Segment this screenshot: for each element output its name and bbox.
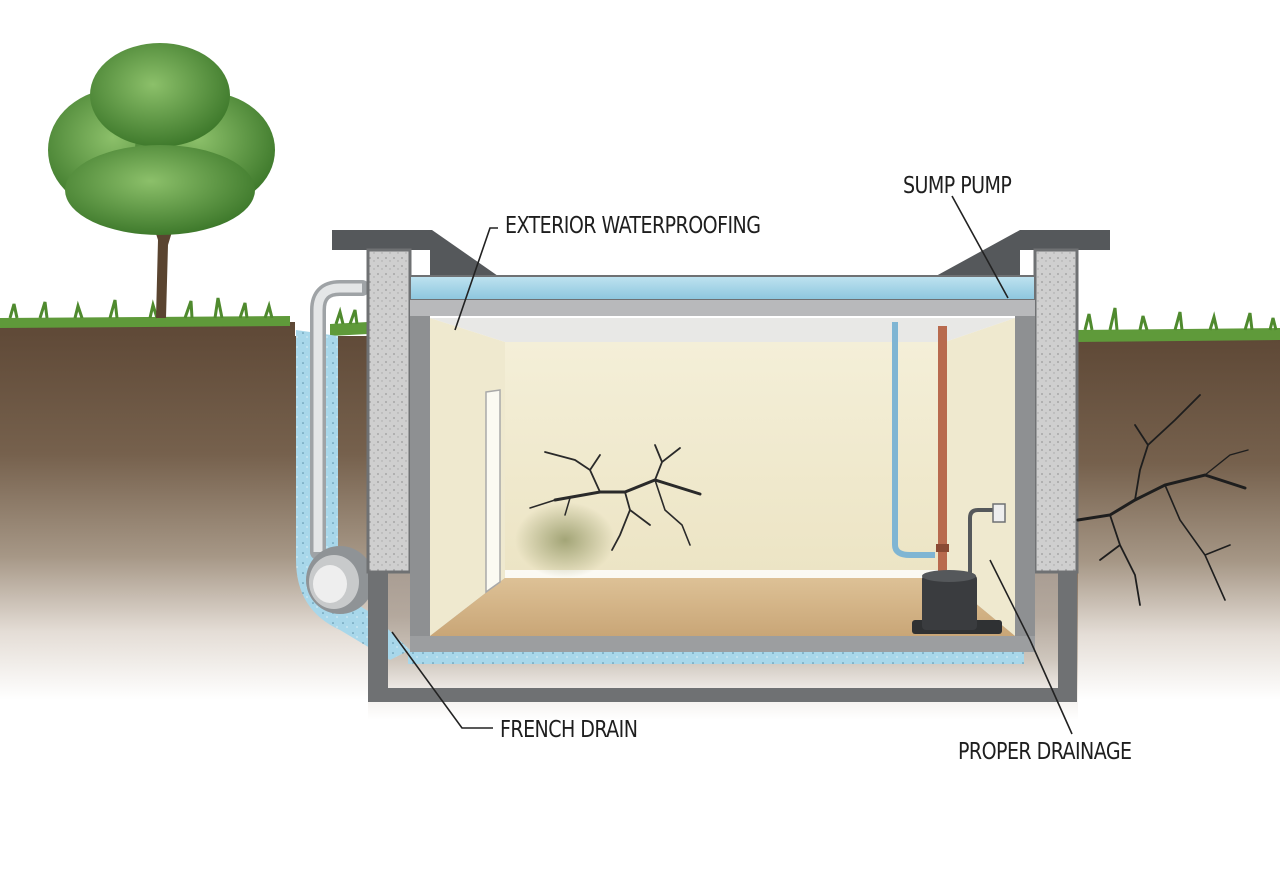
tree-canopy-3 [90,43,230,147]
label-exterior-waterproofing: EXTERIOR WATERPROOFING [505,213,761,239]
roof-flange-left [332,230,498,276]
leader-exterior-waterproofing [454,227,498,331]
crack-icon [529,444,702,551]
grass-strip-left [0,316,290,328]
floor-slab-frame [410,636,1035,652]
blue-water-pipe [892,322,935,558]
drain-pipe-icon [296,280,410,660]
label-sump-pump: SUMP PUMP [903,173,1012,199]
inner-right-frame [1015,316,1035,650]
french-drain-pipe-opening [313,565,347,603]
soil-crack [1076,394,1249,606]
grass-blades-mid [334,306,359,325]
basement-room [430,318,1015,636]
door-frame [485,389,501,594]
pipe-coupling [936,544,949,552]
under-slab-drainage [408,650,1024,664]
downspout-pipe-highlight [313,283,362,552]
grass-strip-mid [330,322,368,336]
grass-blades-right [1083,307,1278,331]
tree-icon [48,43,275,318]
roof-flange-right [936,230,1110,276]
leader-sump-pump [951,195,1009,299]
electrical-outlet [992,503,1006,523]
grass-strip-right [1075,328,1280,342]
grass [0,297,1280,342]
tree-canopy-4 [65,145,255,235]
floor [430,578,1015,636]
copper-discharge-pipe [938,326,947,576]
pump-cord [968,508,998,575]
ceiling-slab [410,300,1035,316]
sump-pump-body [922,575,977,630]
inner-left-frame [410,316,430,650]
leader-french-drain [391,631,493,729]
mold-stain [515,502,615,578]
sump-pump-icon [892,322,1006,634]
left-wall [366,248,412,574]
foundation [332,230,1110,702]
leader-lines [391,195,1073,735]
leader-proper-drainage [989,559,1073,735]
baseboard [505,570,945,578]
right-interior-wall [945,318,1015,636]
soil-left [0,322,368,700]
ceiling [430,318,1015,342]
foundation-base [368,572,1077,702]
soil-right [1075,336,1280,700]
right-wall [1033,248,1079,574]
top-water-layer [409,275,1036,301]
sump-pump-lid [922,570,976,582]
grass-blades-left [8,297,274,319]
label-proper-drainage: PROPER DRAINAGE [958,739,1132,765]
label-french-drain: FRENCH DRAIN [500,717,638,743]
